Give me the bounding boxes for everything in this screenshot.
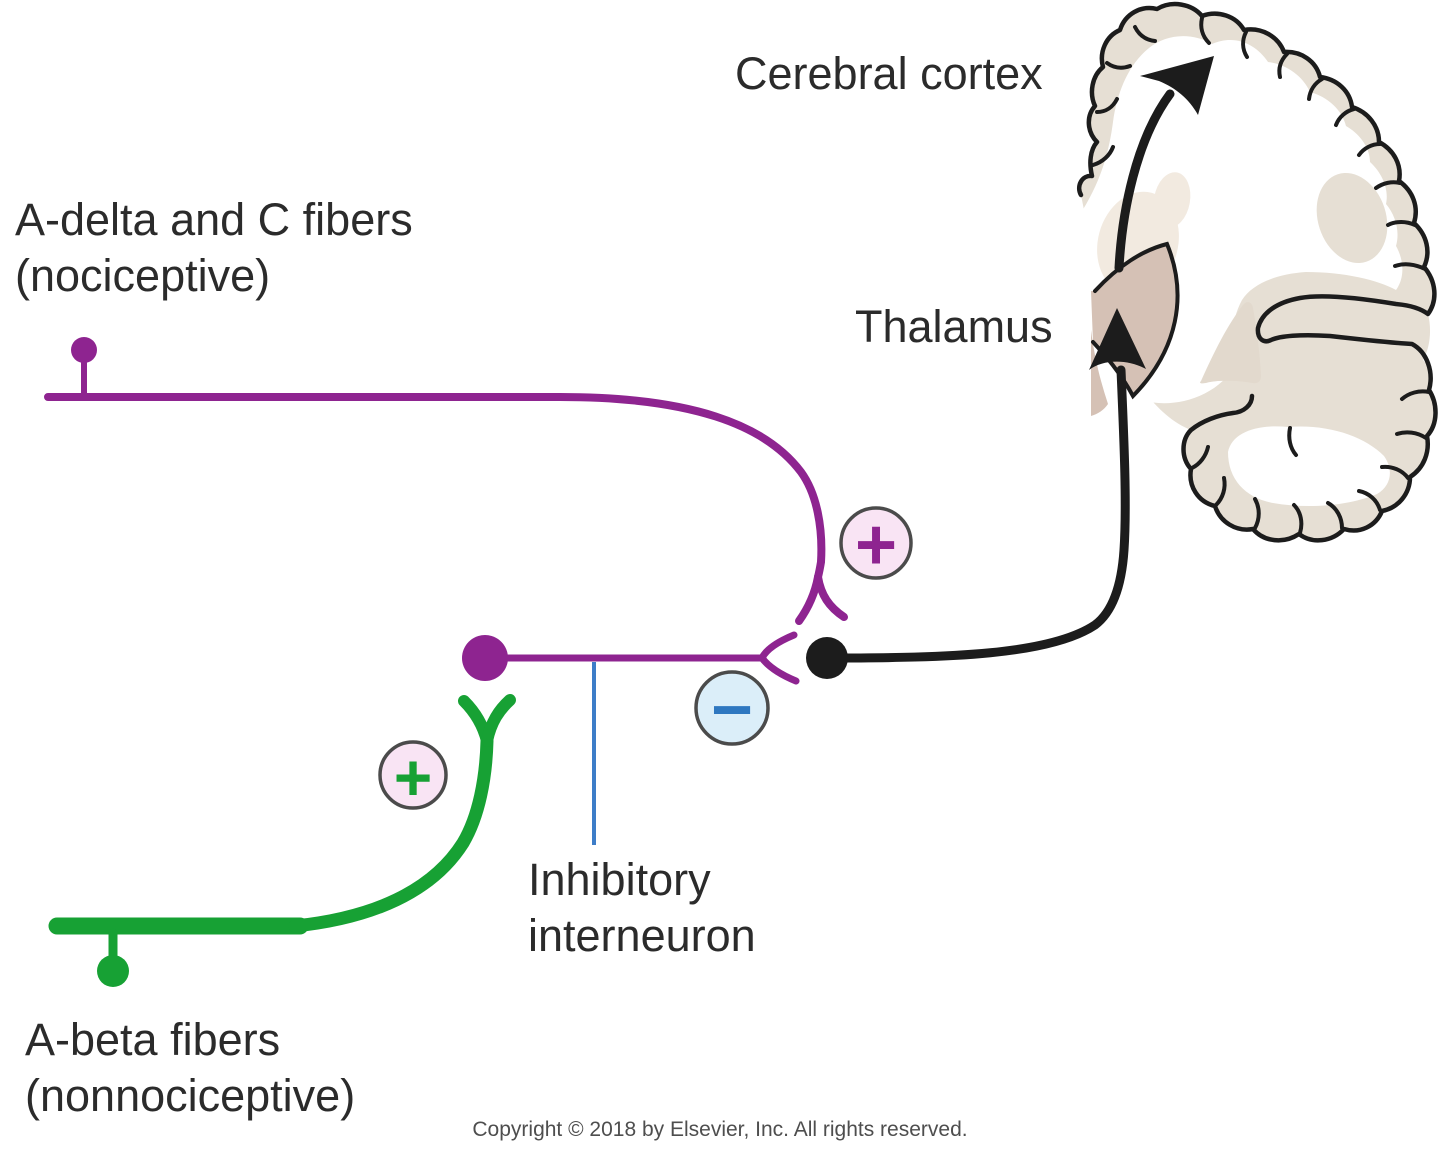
plus-symbol: + bbox=[855, 505, 897, 585]
white-matter-temporal bbox=[1228, 426, 1390, 506]
nociceptive-fiber bbox=[44, 337, 848, 625]
interneuron-soma bbox=[462, 635, 508, 681]
sulci-lines bbox=[1091, 16, 1431, 535]
nociceptive-terminal-fork-right bbox=[814, 573, 848, 621]
copyright-notice: Copyright © 2018 by Elsevier, Inc. All r… bbox=[472, 1118, 968, 1141]
minus-symbol: − bbox=[711, 670, 753, 750]
inhibitory-synapse-marker: − bbox=[694, 670, 770, 750]
marker-circle bbox=[694, 670, 770, 746]
projection-axon-to-thalamus bbox=[822, 365, 1130, 663]
thalamus-arrowhead bbox=[1089, 308, 1146, 370]
brain-illustration bbox=[1076, 1, 1438, 543]
label-thalamus: Thalamus bbox=[855, 299, 1053, 355]
nonnociceptive-receptor-ending bbox=[97, 955, 129, 987]
label-cerebral-cortex: Cerebral cortex bbox=[735, 46, 1043, 102]
label-line: (nonnociceptive) bbox=[25, 1070, 356, 1122]
deep-structure-patch bbox=[1316, 173, 1388, 263]
label-a-delta-fibers: A-delta and C fibers (nociceptive) bbox=[15, 192, 413, 305]
nonnociceptive-terminal-fork-right bbox=[481, 694, 516, 747]
interneuron-terminal-fork bbox=[757, 631, 800, 685]
excitatory-synapse-marker-nociceptive: + bbox=[839, 505, 913, 585]
nociceptive-terminal-fork-left bbox=[795, 573, 822, 625]
label-line: Thalamus bbox=[855, 301, 1053, 352]
marker-circle bbox=[378, 740, 448, 810]
label-line: Cerebral cortex bbox=[735, 48, 1043, 99]
label-line: (nociceptive) bbox=[15, 250, 271, 302]
label-line: A-delta and C fibers bbox=[15, 194, 413, 245]
brain-outline bbox=[1076, 1, 1438, 543]
label-line: Inhibitory bbox=[528, 854, 711, 905]
inhibitory-interneuron-cell bbox=[462, 631, 800, 685]
thalamocortical-axon bbox=[1114, 89, 1175, 273]
label-line: interneuron bbox=[528, 910, 756, 962]
ascending-pathway bbox=[806, 56, 1214, 679]
cortex-arrowhead bbox=[1140, 56, 1214, 115]
projection-neuron-soma bbox=[806, 637, 848, 679]
nociceptive-axon bbox=[44, 393, 826, 581]
plus-symbol: + bbox=[394, 740, 433, 814]
label-a-beta-fibers: A-beta fibers (nonnociceptive) bbox=[25, 1012, 355, 1125]
ventricle-shape bbox=[1200, 302, 1261, 384]
nociceptive-receptor-ending bbox=[71, 337, 97, 363]
label-line: A-beta fibers bbox=[25, 1014, 281, 1065]
internal-capsule-patch-small bbox=[1153, 172, 1191, 228]
marker-circle bbox=[839, 506, 913, 580]
nonnociceptive-fiber bbox=[48, 694, 516, 987]
excitatory-synapse-marker-nonnociceptive: + bbox=[378, 740, 448, 814]
label-inhibitory-interneuron: Inhibitory interneuron bbox=[528, 852, 756, 965]
thalamus-shape-lower bbox=[1091, 330, 1108, 416]
nonnociceptive-axon-branch bbox=[288, 734, 494, 933]
